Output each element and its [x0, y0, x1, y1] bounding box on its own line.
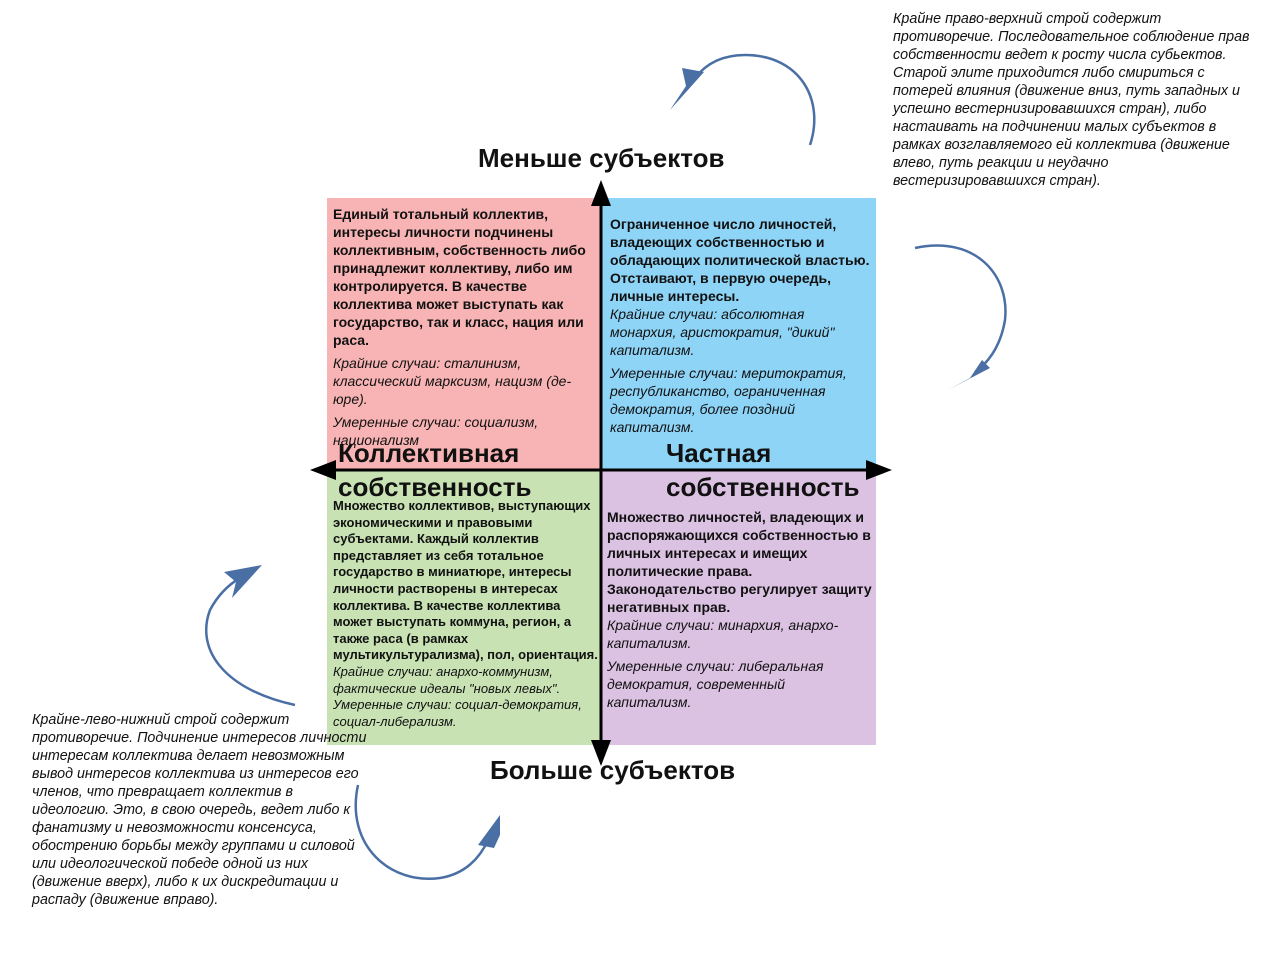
quadrant-collective-many — [327, 470, 601, 745]
extreme-cases: Крайние случаи: анархо-коммунизм, фактич… — [333, 663, 561, 696]
axis-label-left-line2: собственность — [338, 472, 532, 502]
quadrant-text-collective-few: Единый тотальный коллектив, интересы лич… — [333, 205, 599, 449]
moderate-cases: Умеренные случаи: социализм, национализм — [333, 414, 539, 448]
description: Множество коллективов, выступающих эконо… — [333, 498, 598, 663]
curved-arrow-right-icon — [914, 244, 1007, 390]
axis-arrow-up-icon — [591, 180, 611, 206]
curved-arrow-left-icon — [205, 565, 296, 707]
description: Множество личностей, владеющих и распоря… — [607, 509, 872, 615]
axis-label-left: Коллективная собственность — [338, 436, 531, 504]
axis-label-bottom: Больше субъектов — [490, 755, 736, 785]
quadrant-private-many — [601, 470, 876, 745]
axis-label-right-line2: собственность — [666, 472, 860, 502]
axis-label-right: Частная собственность — [666, 436, 859, 504]
description: Единый тотальный коллектив, интересы лич… — [333, 206, 586, 348]
description: Ограниченное число личностей, владеющих … — [610, 216, 870, 304]
axis-arrow-right-icon — [866, 460, 892, 480]
curved-arrow-bottom-icon — [354, 784, 500, 881]
extreme-cases: Крайние случаи: сталинизм, классический … — [333, 355, 572, 407]
axis-arrow-down-icon — [591, 740, 611, 766]
note-top-right: Крайне право-верхний строй содержит прот… — [893, 11, 1250, 189]
axis-arrow-left-icon — [310, 460, 336, 480]
moderate-cases: Умеренные случаи: социал-демократия, соц… — [333, 697, 582, 729]
curved-arrow-top-icon — [670, 53, 816, 146]
quadrant-text-private-few: Ограниченное число личностей, владеющих … — [610, 215, 872, 436]
extreme-cases: Крайние случаи: минархия, анархо-капитал… — [607, 617, 839, 651]
quadrant-collective-few — [327, 198, 601, 470]
quadrant-text-private-many: Множество личностей, владеющих и распоря… — [607, 508, 873, 711]
extreme-cases: Крайние случаи: абсолютная монархия, ари… — [610, 306, 835, 358]
moderate-cases: Умеренные случаи: либеральная демократия… — [607, 658, 824, 710]
quadrant-text-collective-many: Множество коллективов, выступающих эконо… — [333, 498, 599, 730]
note-bottom-left: Крайне-лево-нижний строй содержит против… — [32, 712, 367, 908]
axis-label-right-line1: Частная — [666, 438, 772, 468]
axis-label-left-line1: Коллективная — [338, 438, 520, 468]
axis-label-top: Меньше субъектов — [478, 143, 725, 173]
moderate-cases: Умеренные случаи: меритократия, республи… — [610, 365, 847, 435]
quadrant-private-few — [601, 198, 876, 470]
